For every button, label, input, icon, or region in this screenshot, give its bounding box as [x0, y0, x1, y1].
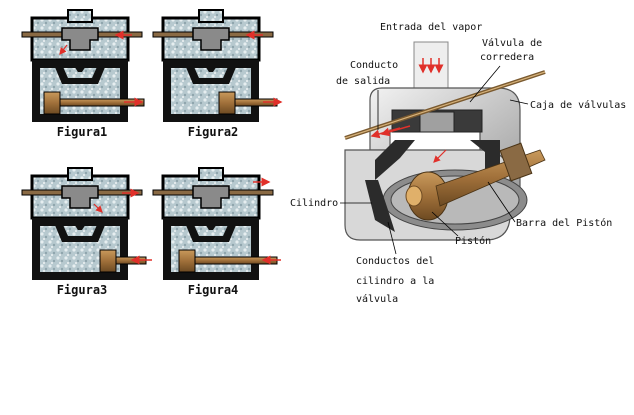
leader-piston [431, 211, 459, 237]
figure-3-caption: Figura3 [57, 283, 108, 297]
label-ports-2: cilindro a la [356, 276, 434, 287]
figure-4 [151, 166, 281, 282]
leader-valve-box [509, 99, 529, 105]
figure-1-caption: Figura1 [57, 125, 108, 139]
label-valve-box: Caja de válvulas [530, 99, 626, 111]
figure-4-caption: Figura4 [188, 283, 239, 297]
figure-2 [151, 8, 283, 124]
label-exhaust-1: Conducto [350, 60, 398, 71]
label-piston-rod: Barra del Pistón [516, 217, 612, 229]
leader-ports [387, 221, 397, 255]
steam-inlet-arrows [418, 58, 444, 74]
label-exhaust-2: de salida [336, 76, 390, 87]
figure-3 [20, 166, 152, 282]
label-cylinder: Cilindro [290, 198, 338, 209]
label-slide-valve-2: corredera [480, 52, 534, 63]
label-slide-valve-1: Válvula de [482, 37, 542, 49]
label-piston: Pistón [455, 235, 491, 247]
leader-piston-rod [487, 181, 516, 223]
label-ports-3: válvula [356, 293, 398, 305]
leader-slide-valve [469, 65, 501, 103]
label-steam-inlet: Entrada del vapor [380, 22, 482, 33]
cutaway-engine [344, 41, 546, 241]
label-ports-1: Conductos del [356, 256, 434, 267]
figure-2-caption: Figura2 [188, 125, 239, 139]
figure-1 [20, 8, 145, 124]
